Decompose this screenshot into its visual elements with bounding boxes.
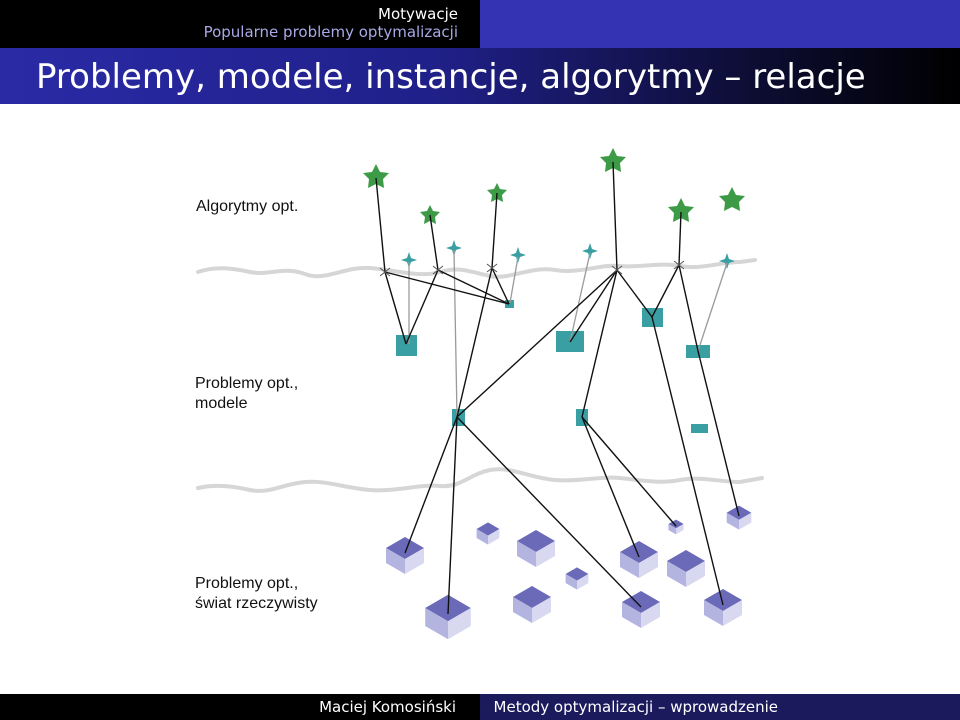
- world-cube: [386, 537, 424, 574]
- connector: [651, 316, 724, 606]
- header-bar: Motywacje Popularne problemy optymalizac…: [0, 0, 960, 48]
- connector: [375, 177, 386, 273]
- label-algorithms: Algorytmy opt.: [196, 198, 299, 215]
- world-cube: [565, 567, 589, 590]
- connector: [453, 249, 458, 417]
- connector: [429, 214, 439, 271]
- algorithm-star: [363, 164, 389, 188]
- algorithm-star: [719, 187, 745, 211]
- connector: [456, 416, 642, 608]
- connector: [697, 262, 728, 352]
- connector: [569, 269, 618, 343]
- subsection-name[interactable]: Popularne problemy optymalizacji: [203, 23, 458, 41]
- connector: [678, 211, 682, 266]
- hub-marker: [611, 265, 623, 275]
- connector: [651, 264, 680, 318]
- world-cube: [620, 541, 658, 578]
- connector: [456, 269, 618, 418]
- world-cube: [513, 586, 551, 623]
- connector: [509, 256, 519, 304]
- teal-star: [446, 240, 462, 256]
- world-cube: [667, 550, 705, 587]
- world-cube: [622, 591, 660, 628]
- label-models-line1: Problemy opt.,: [195, 375, 299, 392]
- label-world-line2: świat rzeczywisty: [195, 595, 318, 612]
- footer-bar: Maciej Komosiński Metody optymalizacji –…: [0, 694, 960, 720]
- connector: [384, 271, 510, 305]
- connector: [405, 269, 439, 345]
- label-models-line2: modele: [195, 395, 248, 412]
- hub-marker: [379, 267, 391, 277]
- connector: [447, 416, 458, 615]
- teal-star: [510, 247, 526, 263]
- algorithm-star: [487, 183, 507, 202]
- connector: [491, 192, 498, 269]
- connector: [616, 269, 653, 318]
- connector: [697, 350, 740, 517]
- world-cube: [476, 522, 500, 545]
- section-name[interactable]: Motywacje: [378, 5, 458, 23]
- algorithm-star: [600, 148, 626, 172]
- connector: [404, 416, 458, 554]
- hub-marker: [432, 265, 444, 275]
- separator-lower: [196, 467, 764, 493]
- footer-course: Metody optymalizacji – wprowadzenie: [480, 694, 960, 720]
- separator-upper: [196, 258, 757, 279]
- world-cube: [668, 519, 684, 535]
- hub-marker: [486, 263, 498, 273]
- connector: [491, 267, 510, 305]
- teal-star: [719, 253, 735, 269]
- connector: [437, 269, 510, 305]
- label-world-line1: Problemy opt.,: [195, 575, 299, 592]
- connector: [581, 416, 640, 558]
- connector: [581, 416, 677, 527]
- connector: [581, 269, 618, 418]
- world-cube: [726, 505, 752, 530]
- algorithm-star: [420, 205, 440, 224]
- teal-star: [401, 252, 417, 268]
- algorithm-star: [668, 198, 694, 222]
- model-square: [505, 300, 514, 308]
- world-cube: [704, 589, 742, 626]
- slide-title: Problemy, modele, instancje, algorytmy –…: [36, 57, 866, 97]
- footer-author: Maciej Komosiński: [0, 694, 480, 720]
- hub-marker: [673, 260, 685, 270]
- world-cube: [517, 530, 555, 567]
- header-right: [480, 0, 960, 48]
- connector: [612, 161, 618, 271]
- connector: [384, 271, 407, 345]
- connector: [569, 252, 591, 343]
- model-square: [396, 335, 417, 356]
- header-left: Motywacje Popularne problemy optymalizac…: [0, 0, 480, 48]
- teal-star: [582, 243, 598, 259]
- title-bar: Problemy, modele, instancje, algorytmy –…: [0, 48, 960, 104]
- connector: [678, 264, 699, 352]
- connector: [456, 267, 493, 418]
- model-square: [691, 424, 708, 433]
